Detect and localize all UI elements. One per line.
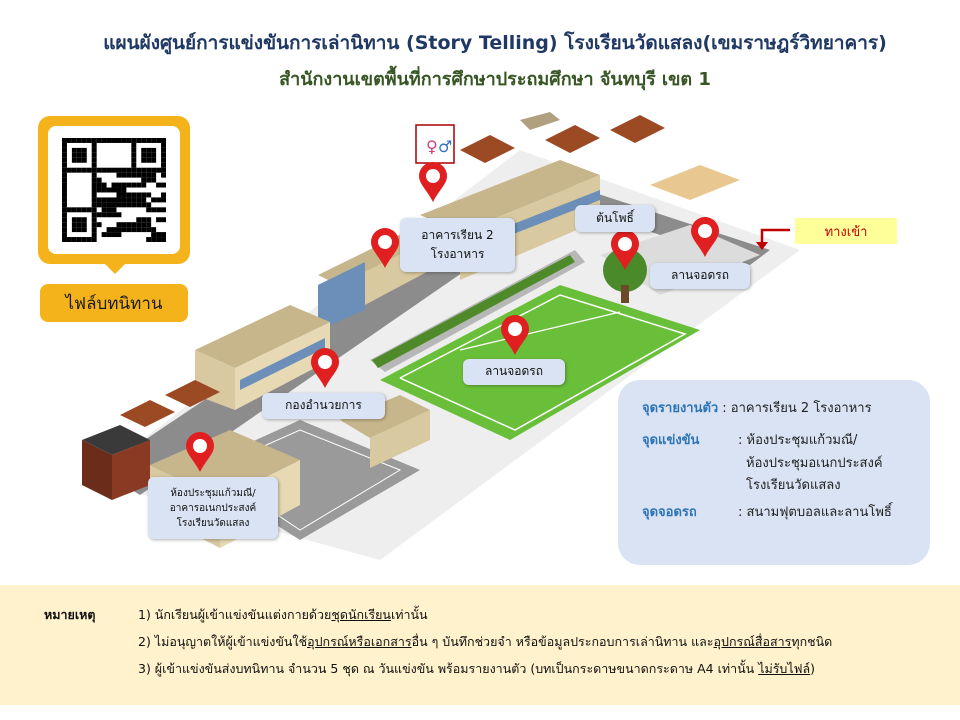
entrance-arrow [760, 228, 790, 245]
label-canteen: โรงอาหาร [430, 247, 485, 261]
red-building [82, 425, 150, 500]
parking-point-value: : สนามฟุตบอลและลานโพธิ์ [738, 505, 892, 520]
label-parking-1[interactable]: ลานจอดรถ [650, 263, 750, 289]
label-entrance[interactable]: ทางเข้า [795, 218, 897, 244]
svg-text:♂: ♂ [438, 137, 452, 156]
note-1: 1) นักเรียนผู้เข้าแข่งขันแต่งกายด้วยชุดน… [138, 607, 428, 622]
restroom-sign [415, 124, 455, 164]
label-room-line1: ห้องประชุมแก้วมณี/ [170, 487, 256, 499]
competition-point-value-1: : ห้องประชุมแก้วมณี/ [738, 432, 858, 448]
story-file-button[interactable]: ไฟล์บทนิทาน [40, 284, 188, 322]
notes-section: หมายเหตุ 1) นักเรียนผู้เข้าแข่งขันแต่งกา… [0, 585, 960, 705]
parking-point-key: จุดจอดรถ [642, 505, 697, 520]
label-room-line2: อาคารอเนกประสงค์ [169, 502, 257, 514]
label-building2-canteen[interactable]: อาคารเรียน 2 โรงอาหาร [400, 218, 515, 272]
report-point-value: : อาคารเรียน 2 โรงอาหาร [722, 401, 872, 416]
map-pin-icon [419, 162, 447, 202]
label-meeting-room[interactable]: ห้องประชุมแก้วมณี/ อาคารอเนกประสงค์ โรงเ… [148, 477, 278, 539]
map-pin-icon [371, 228, 399, 268]
small-building [340, 395, 430, 468]
map-pin-icon [691, 217, 719, 257]
competition-point-value-3: โรงเรียนวัดแสลง [746, 478, 841, 494]
note-2: 2) ไม่อนุญาตให้ผู้เข้าแข่งขันใช้อุปกรณ์ห… [138, 634, 833, 649]
label-building2: อาคารเรียน 2 [421, 227, 494, 242]
map-pin-icon [611, 230, 639, 270]
map-pin-icon [501, 315, 529, 355]
label-bodhi-tree[interactable]: ต้นโพธิ์ [575, 205, 655, 232]
playground [650, 165, 740, 200]
info-panel: จุดรายงานตัว: อาคารเรียน 2 โรงอาหาร จุดแ… [618, 380, 930, 565]
notes-heading: หมายเหตุ [44, 607, 96, 622]
page-subtitle: สำนักงานเขตพื้นที่การศึกษาประถมศึกษา จัน… [279, 69, 711, 90]
qr-code-icon [62, 138, 166, 242]
map-pin-icon [186, 432, 214, 472]
label-room-line3: โรงเรียนวัดแสลง [176, 517, 250, 529]
map-pin-icon [311, 348, 339, 388]
hedge [372, 255, 575, 368]
report-point-key: จุดรายงานตัว [642, 401, 719, 416]
qr-pointer [103, 262, 127, 274]
label-parking-2[interactable]: ลานจอดรถ [463, 359, 565, 385]
houses [120, 112, 665, 427]
page-title: แผนผังศูนย์การแข่งขันการเล่านิทาน (Story… [103, 32, 887, 54]
label-headquarters[interactable]: กองอำนวยการ [262, 393, 385, 419]
svg-text:♀: ♀ [426, 137, 438, 156]
competition-point-value-2: ห้องประชุมอเนกประสงค์ [746, 455, 883, 471]
office-building [195, 305, 330, 410]
note-3: 3) ผู้เข้าแข่งขันส่งบทนิทาน จำนวน 5 ชุด … [138, 661, 816, 676]
qr-card[interactable] [38, 116, 190, 264]
competition-point-key: จุดแข่งขัน [642, 432, 700, 448]
